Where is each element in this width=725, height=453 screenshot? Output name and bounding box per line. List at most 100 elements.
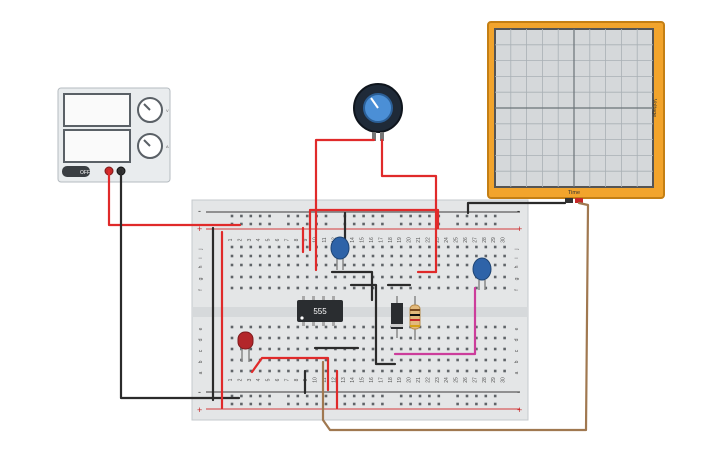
breadboard-hole[interactable] <box>399 275 403 279</box>
breadboard-hole[interactable] <box>277 254 281 258</box>
led[interactable] <box>237 331 254 362</box>
breadboard-hole[interactable] <box>343 358 347 362</box>
breadboard-hole[interactable] <box>296 394 300 398</box>
breadboard-hole[interactable] <box>484 369 488 373</box>
breadboard-hole[interactable] <box>409 214 412 218</box>
breadboard-hole[interactable] <box>437 358 441 362</box>
breadboard-hole[interactable] <box>343 275 347 279</box>
breadboard-hole[interactable] <box>362 275 365 279</box>
breadboard-hole[interactable] <box>230 402 234 406</box>
breadboard-hole[interactable] <box>428 369 431 373</box>
breadboard-hole[interactable] <box>230 275 234 279</box>
breadboard-hole[interactable] <box>315 394 318 398</box>
breadboard-hole[interactable] <box>268 336 271 340</box>
breadboard-hole[interactable] <box>277 336 281 340</box>
breadboard-hole[interactable] <box>493 336 497 340</box>
breadboard-hole[interactable] <box>277 286 281 290</box>
breadboard-hole[interactable] <box>324 275 328 279</box>
breadboard-hole[interactable] <box>296 286 300 290</box>
breadboard-hole[interactable] <box>428 336 431 340</box>
breadboard-hole[interactable] <box>249 275 253 279</box>
breadboard-hole[interactable] <box>381 214 384 218</box>
breadboard-hole[interactable] <box>296 275 300 279</box>
breadboard-hole[interactable] <box>484 325 488 329</box>
breadboard-hole[interactable] <box>503 263 506 267</box>
breadboard-hole[interactable] <box>268 222 271 226</box>
breadboard-hole[interactable] <box>258 394 262 398</box>
breadboard-hole[interactable] <box>409 222 412 226</box>
breadboard-hole[interactable] <box>418 402 422 406</box>
breadboard-hole[interactable] <box>465 275 469 279</box>
breadboard-hole[interactable] <box>381 394 384 398</box>
breadboard-hole[interactable] <box>230 254 234 258</box>
wires[interactable] <box>107 138 590 432</box>
breadboard-hole[interactable] <box>324 369 328 373</box>
breadboard-hole[interactable] <box>465 286 469 290</box>
breadboard-hole[interactable] <box>268 369 271 373</box>
breadboard-hole[interactable] <box>456 263 459 267</box>
breadboard-hole[interactable] <box>371 394 375 398</box>
breadboard-hole[interactable] <box>240 394 243 398</box>
breadboard-hole[interactable] <box>249 394 253 398</box>
breadboard-hole[interactable] <box>399 263 403 267</box>
breadboard-hole[interactable] <box>249 263 253 267</box>
breadboard-hole[interactable] <box>258 347 262 351</box>
breadboard-hole[interactable] <box>362 254 365 258</box>
breadboard-hole[interactable] <box>456 358 459 362</box>
breadboard-hole[interactable] <box>456 336 459 340</box>
breadboard-hole[interactable] <box>230 325 234 329</box>
breadboard-hole[interactable] <box>503 347 506 351</box>
breadboard-hole[interactable] <box>230 369 234 373</box>
breadboard-hole[interactable] <box>465 325 469 329</box>
breadboard-hole[interactable] <box>484 402 488 406</box>
breadboard-hole[interactable] <box>240 222 243 226</box>
breadboard-hole[interactable] <box>456 214 459 218</box>
breadboard-hole[interactable] <box>258 336 262 340</box>
breadboard-hole[interactable] <box>381 336 384 340</box>
breadboard-hole[interactable] <box>484 347 488 351</box>
breadboard-hole[interactable] <box>249 347 253 351</box>
breadboard-hole[interactable] <box>409 263 412 267</box>
breadboard-hole[interactable] <box>258 263 262 267</box>
breadboard-hole[interactable] <box>352 369 356 373</box>
breadboard-hole[interactable] <box>437 325 441 329</box>
breadboard-hole[interactable] <box>287 263 290 267</box>
breadboard-hole[interactable] <box>230 358 234 362</box>
potentiometer[interactable] <box>353 83 403 141</box>
breadboard-hole[interactable] <box>418 286 422 290</box>
breadboard-hole[interactable] <box>381 254 384 258</box>
breadboard-hole[interactable] <box>230 245 234 249</box>
breadboard-hole[interactable] <box>315 358 318 362</box>
breadboard-hole[interactable] <box>334 369 337 373</box>
breadboard-hole[interactable] <box>324 254 328 258</box>
breadboard-hole[interactable] <box>475 336 478 340</box>
breadboard-hole[interactable] <box>334 286 337 290</box>
breadboard-hole[interactable] <box>296 358 300 362</box>
breadboard-hole[interactable] <box>484 394 488 398</box>
breadboard-hole[interactable] <box>493 369 497 373</box>
breadboard-hole[interactable] <box>484 222 488 226</box>
breadboard-hole[interactable] <box>324 214 328 218</box>
breadboard-hole[interactable] <box>381 275 384 279</box>
breadboard-hole[interactable] <box>465 254 469 258</box>
breadboard-hole[interactable] <box>437 369 441 373</box>
breadboard-hole[interactable] <box>258 245 262 249</box>
breadboard-hole[interactable] <box>352 214 356 218</box>
breadboard-hole[interactable] <box>390 254 394 258</box>
breadboard-hole[interactable] <box>399 286 403 290</box>
breadboard-hole[interactable] <box>456 222 459 226</box>
breadboard-hole[interactable] <box>362 263 365 267</box>
breadboard-hole[interactable] <box>418 222 422 226</box>
breadboard-hole[interactable] <box>287 336 290 340</box>
breadboard-hole[interactable] <box>362 325 365 329</box>
resistor[interactable] <box>409 296 421 340</box>
breadboard-hole[interactable] <box>277 347 281 351</box>
breadboard-hole[interactable] <box>446 286 450 290</box>
breadboard-hole[interactable] <box>334 275 337 279</box>
breadboard-hole[interactable] <box>305 286 309 290</box>
breadboard-hole[interactable] <box>446 325 450 329</box>
breadboard-hole[interactable] <box>399 214 403 218</box>
breadboard-hole[interactable] <box>371 336 375 340</box>
breadboard-hole[interactable] <box>352 336 356 340</box>
breadboard-hole[interactable] <box>399 347 403 351</box>
